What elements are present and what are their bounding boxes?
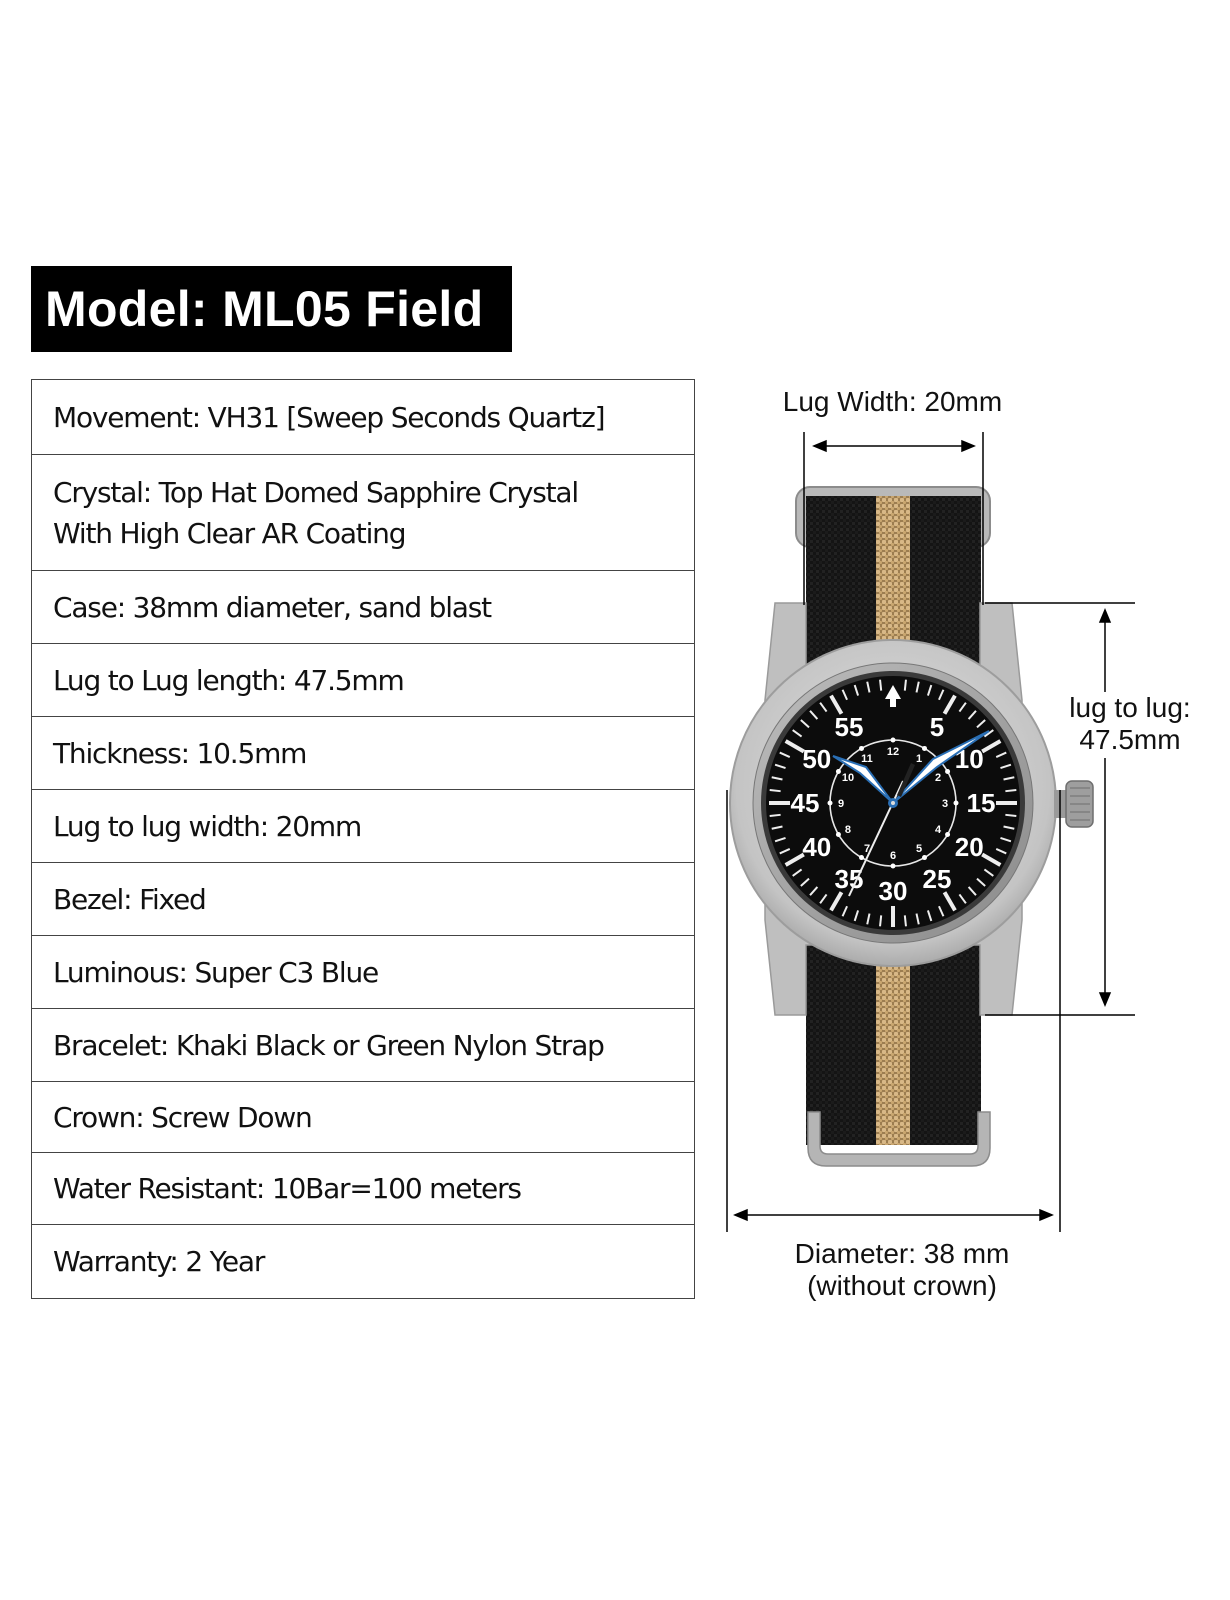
spec-row: Case: 38mm diameter, sand blast: [32, 570, 694, 643]
diameter-label-line2: (without crown): [807, 1270, 997, 1301]
spec-row: Water Resistant: 10Bar=100 meters: [32, 1152, 694, 1224]
spec-row: Lug to lug width: 20mm: [32, 789, 694, 862]
minute-numeral: 40: [802, 832, 831, 862]
twelve-triangle-marker: [885, 685, 901, 699]
hour-numeral: 8: [845, 824, 851, 836]
minute-hand: [892, 730, 990, 804]
spec-text: Lug to Lug length: 47.5mm: [53, 663, 405, 697]
hour-numeral: 1: [916, 753, 922, 765]
spec-row: Movement: VH31 [Sweep Seconds Quartz]: [32, 380, 694, 454]
crown: [1054, 780, 1094, 828]
minute-numeral: 15: [967, 788, 996, 818]
spec-text: Crystal: Top Hat Domed Sapphire Crystal: [53, 475, 579, 509]
spec-text: Luminous: Super C3 Blue: [53, 955, 379, 989]
spec-row: Thickness: 10.5mm: [32, 716, 694, 789]
spec-text: Bezel: Fixed: [53, 882, 207, 916]
minute-numeral: 30: [879, 876, 908, 906]
spec-row: Bracelet: Khaki Black or Green Nylon Str…: [32, 1008, 694, 1081]
spec-text: Crown: Screw Down: [53, 1100, 313, 1134]
spec-text: With High Clear AR Coating: [53, 516, 406, 550]
diameter-dimension: [726, 790, 1061, 1232]
spec-row: Lug to Lug length: 47.5mm: [32, 643, 694, 716]
hour-numeral: 7: [864, 843, 870, 855]
spec-text: Case: 38mm diameter, sand blast: [53, 590, 492, 624]
spec-text: Water Resistant: 10Bar=100 meters: [53, 1172, 522, 1205]
strap-bottom: [806, 940, 981, 1145]
hour-numeral: 9: [838, 798, 844, 810]
lug-to-lug-label-line1: lug to lug:: [1069, 692, 1191, 723]
spec-text: Bracelet: Khaki Black or Green Nylon Str…: [53, 1028, 605, 1062]
minute-numeral: 25: [923, 864, 952, 894]
minute-numeral: 20: [955, 832, 984, 862]
spec-text: Thickness: 10.5mm: [53, 736, 307, 770]
hour-numeral: 12: [887, 746, 899, 758]
spec-text: Warranty: 2 Year: [53, 1245, 265, 1278]
diameter-label-line1: Diameter: 38 mm: [794, 1238, 1010, 1269]
spec-text: Lug to lug width: 20mm: [53, 809, 362, 843]
lug-width-label: Lug Width: 20mm: [782, 386, 1003, 417]
hour-numeral: 6: [890, 850, 896, 862]
hour-numeral: 10: [842, 772, 854, 784]
spec-row: Warranty: 2 Year: [32, 1224, 694, 1298]
hour-numeral: 3: [942, 798, 948, 810]
minute-numeral: 55: [835, 712, 864, 742]
spec-row: Bezel: Fixed: [32, 862, 694, 935]
minute-numeral: 35: [835, 864, 864, 894]
hour-numeral: 4: [935, 824, 942, 836]
hour-numeral: 11: [861, 753, 873, 765]
lug-to-lug-label-line2: 47.5mm: [1079, 724, 1181, 755]
strap-keeper-bottom: [807, 1111, 991, 1167]
minute-numeral: 5: [930, 712, 944, 742]
strap-top: [806, 496, 981, 666]
minute-numeral: 45: [791, 788, 820, 818]
lug-width-dimension: [803, 432, 984, 605]
spec-text: Movement: VH31 [Sweep Seconds Quartz]: [53, 400, 606, 434]
hour-numeral: 2: [935, 772, 941, 784]
spec-table: Movement: VH31 [Sweep Seconds Quartz] Cry…: [31, 379, 695, 1299]
model-title: Model: ML05 Field: [31, 266, 512, 352]
hour-hand: [832, 755, 894, 804]
spec-row: Luminous: Super C3 Blue: [32, 935, 694, 1008]
spec-row: Crown: Screw Down: [32, 1081, 694, 1152]
hour-numeral: 5: [916, 843, 922, 855]
minute-numeral: 50: [802, 744, 831, 774]
